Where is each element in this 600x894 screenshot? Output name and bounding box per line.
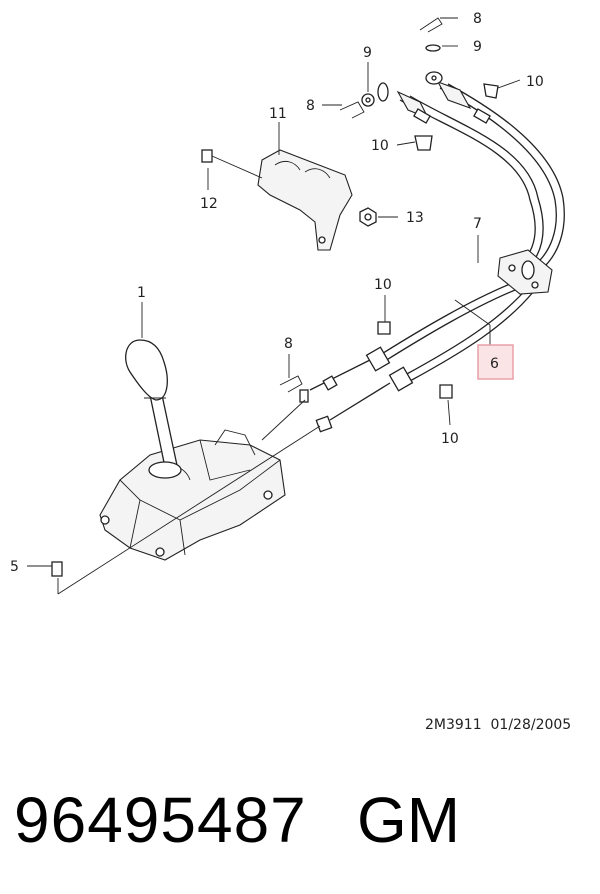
callout-9-right: 9 <box>473 39 482 55</box>
diagram-code-date: 2M3911 01/28/2005 <box>425 717 572 733</box>
callout-8-middle: 8 <box>306 98 315 114</box>
shifter-assembly <box>99 339 286 561</box>
brand-name: GM <box>357 784 461 856</box>
callout-5: 5 <box>10 559 19 575</box>
callout-8-lower: 8 <box>284 336 293 352</box>
cable-bracket <box>497 249 553 295</box>
callout-10-lower-left: 10 <box>374 277 392 293</box>
mounting-bracket <box>201 149 377 251</box>
part-number: 96495487 <box>14 784 307 856</box>
lower-cable-ends <box>51 321 453 577</box>
callout-13: 13 <box>406 210 424 226</box>
callout-9-left: 9 <box>363 45 372 61</box>
callout-10-bottom: 10 <box>441 431 459 447</box>
callout-12: 12 <box>200 196 218 212</box>
callout-7: 7 <box>473 216 482 232</box>
callout-1: 1 <box>137 285 146 301</box>
callout-8-top: 8 <box>473 11 482 27</box>
callout-6: 6 <box>490 356 499 372</box>
shift-cables <box>309 83 565 421</box>
callout-11: 11 <box>269 106 287 122</box>
callout-10-top-right: 10 <box>526 74 544 90</box>
callout-10-middle: 10 <box>371 138 389 154</box>
leader-lines <box>27 17 521 595</box>
highlight-box-6 <box>477 344 514 380</box>
upper-cable-ends <box>339 17 499 151</box>
